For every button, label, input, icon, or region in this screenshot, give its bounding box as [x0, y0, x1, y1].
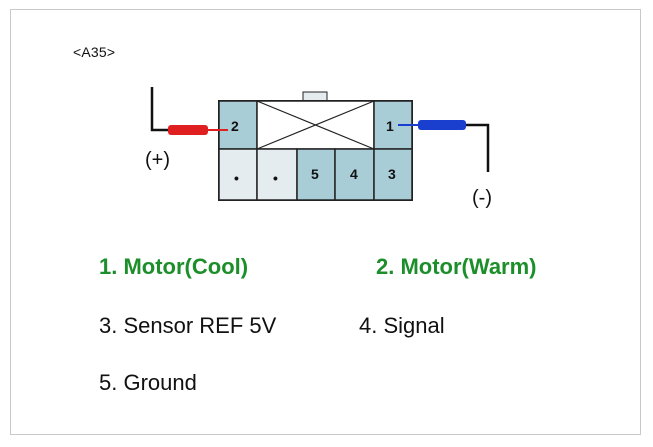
positive-polarity-label: (+) — [145, 149, 170, 171]
negative-wire — [466, 123, 490, 172]
negative-wire-insulation — [418, 120, 466, 130]
legend-item-3: 3. Sensor REF 5V — [99, 313, 277, 338]
pin-cell-3 — [373, 148, 413, 201]
pin-label-3: 3 — [388, 166, 396, 182]
diagram-frame — [10, 9, 641, 435]
positive-wire — [150, 87, 170, 132]
legend-item-5: 5. Ground — [99, 370, 197, 395]
positive-wire-insulation — [168, 125, 208, 135]
pin-label-4: 4 — [350, 166, 358, 182]
negative-polarity-label: (-) — [472, 187, 492, 209]
connector-id-label: <A35> — [73, 44, 116, 60]
pin-cell-5 — [296, 148, 336, 201]
pin-label-1: 1 — [386, 118, 394, 134]
legend-item-2: 2. Motor(Warm) — [376, 254, 537, 279]
pin-label-empty-a: • — [234, 170, 239, 186]
legend-item-4: 4. Signal — [359, 313, 445, 338]
legend-item-1: 1. Motor(Cool) — [99, 254, 249, 279]
pin-label-empty-b: • — [273, 170, 278, 186]
pin-cell-2 — [218, 100, 258, 150]
pin-label-5: 5 — [311, 166, 319, 182]
pin-cell-4 — [334, 148, 375, 201]
pin-label-2: 2 — [231, 118, 239, 134]
latch-cross-b — [256, 100, 375, 150]
